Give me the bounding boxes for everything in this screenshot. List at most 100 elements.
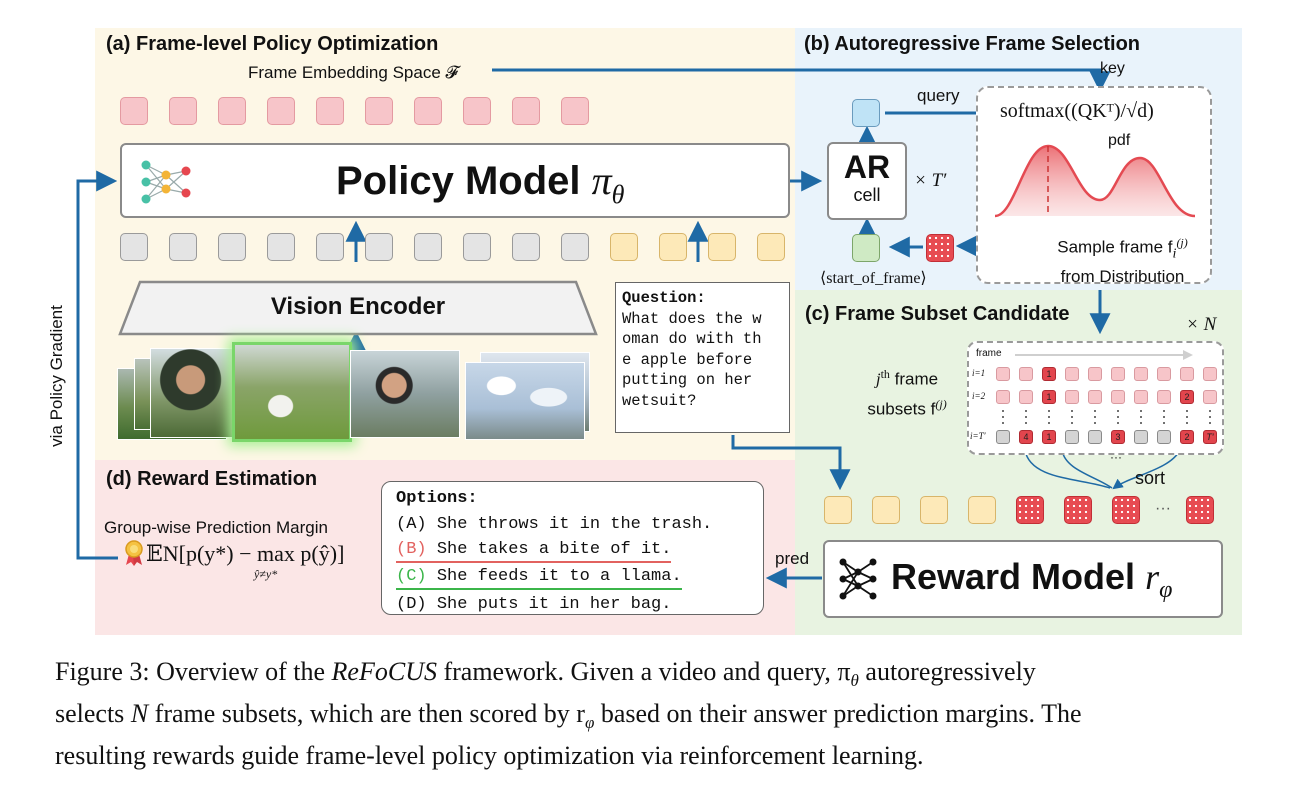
video-token xyxy=(512,233,540,261)
subset-cell xyxy=(996,390,1010,404)
question-box: Question: What does the w oman do with t… xyxy=(615,282,790,433)
policy-model-box: Policy Model πθ xyxy=(120,143,790,218)
video-token xyxy=(316,233,344,261)
subset-cell: 1 xyxy=(1042,390,1056,404)
frame-thumbnail xyxy=(350,350,460,438)
subset-cell xyxy=(996,367,1010,381)
sample-frame-label: Sample frame fi(j) from Distribution xyxy=(1040,230,1205,289)
frame-highlighted-llama xyxy=(232,342,352,442)
row-label: i=T′ xyxy=(970,431,986,441)
embedding-token xyxy=(267,97,295,125)
subset-cell xyxy=(1203,367,1217,381)
frame-axis-label: frame xyxy=(976,348,1002,359)
selected-frame-token xyxy=(1064,496,1092,524)
selected-frame-token xyxy=(1112,496,1140,524)
frame-axis-arrow xyxy=(1015,350,1193,360)
video-token xyxy=(218,233,246,261)
question-token xyxy=(872,496,900,524)
video-token xyxy=(365,233,393,261)
embedding-token xyxy=(120,97,148,125)
subset-cell xyxy=(1157,367,1171,381)
panel-d-title: (d) Reward Estimation xyxy=(106,468,318,490)
softmax-formula: softmax((QKᵀ)/√d) xyxy=(1000,100,1154,122)
row-label: i=1 xyxy=(972,368,986,378)
option-text: She puts it in her bag. xyxy=(436,595,672,614)
subset-j-sup: (j) xyxy=(935,396,947,411)
video-token xyxy=(463,233,491,261)
question-line: What does the w xyxy=(622,309,762,328)
start-frame-token xyxy=(852,234,880,262)
vision-encoder-shape xyxy=(118,280,598,336)
reward-network-icon xyxy=(839,558,877,600)
query-token xyxy=(852,99,880,127)
subset-cell: 2 xyxy=(1180,430,1194,444)
query-label: query xyxy=(917,86,960,105)
subset-cell xyxy=(1019,390,1033,404)
embedding-token xyxy=(561,97,589,125)
option-letter: (A) xyxy=(396,514,427,534)
option-c-correct: (C) She feeds it to a llama. xyxy=(396,566,682,590)
question-label: Question: xyxy=(622,289,706,307)
policy-model-text: Policy Model xyxy=(336,159,581,203)
video-token xyxy=(169,233,197,261)
caption-line-2: selects N frame subsets, which are then … xyxy=(55,699,1082,733)
frame-person-thumbnail xyxy=(150,348,240,438)
subset-cell: 1 xyxy=(1042,367,1056,381)
option-a: (A) She throws it in the trash. xyxy=(396,512,749,538)
question-line: e apple before xyxy=(622,350,753,369)
option-text: She feeds it to a llama. xyxy=(436,567,682,586)
question-token xyxy=(968,496,996,524)
sample-sub: i xyxy=(1172,245,1177,262)
sample-line1: Sample frame f xyxy=(1057,237,1173,257)
subset-cell xyxy=(996,430,1010,444)
sample-sup: (j) xyxy=(1176,235,1188,249)
subset-j: j xyxy=(875,369,881,389)
distribution-box xyxy=(976,86,1212,284)
embedding-token xyxy=(365,97,393,125)
embedding-token xyxy=(414,97,442,125)
policy-gradient-label: via Policy Gradient xyxy=(47,305,66,447)
subset-description: jth frame subsets f(j) xyxy=(852,362,962,421)
margin-formula: 𝔼N[p(y*) − max p(ŷ)] xyxy=(146,541,345,566)
subset-more-ellipsis: ··· xyxy=(1110,450,1122,464)
embedding-token xyxy=(218,97,246,125)
subset-cell: 3 xyxy=(1111,430,1125,444)
subset-cell xyxy=(1134,430,1148,444)
reward-symbol: r xyxy=(1145,557,1160,597)
embedding-token xyxy=(169,97,197,125)
embedding-token xyxy=(512,97,540,125)
reward-subscript: φ xyxy=(1159,577,1173,604)
start-of-frame-label: ⟨start_of_frame⟩ xyxy=(820,270,927,287)
options-box: Options: (A) She throws it in the trash.… xyxy=(381,481,764,615)
subset-frame-word: frame xyxy=(889,369,939,389)
sampled-frame-token xyxy=(926,234,954,262)
reward-model-text: Reward Model xyxy=(891,556,1136,597)
question-line: wetsuit? xyxy=(622,391,697,410)
subset-subsets-word: subsets f xyxy=(867,399,936,419)
figure-caption: Figure 3: Overview of the ReFoCUS framew… xyxy=(55,655,1245,772)
neural-net-icon xyxy=(141,160,191,204)
sort-label: sort xyxy=(1135,468,1166,488)
subset-cell: 4 xyxy=(1019,430,1033,444)
medal-icon xyxy=(125,540,143,566)
option-b-wrong: (B) She takes a bite of it. xyxy=(396,539,672,563)
ar-cell-small: cell xyxy=(853,185,881,205)
ar-cell-box: AR cell xyxy=(827,142,907,220)
option-d: (D) She puts it in her bag. xyxy=(396,592,749,618)
question-token xyxy=(757,233,785,261)
caption-line-1: Figure 3: Overview of the ReFoCUS framew… xyxy=(55,657,1036,691)
option-text: She takes a bite of it. xyxy=(436,540,672,559)
panel-c-title: (c) Frame Subset Candidate xyxy=(805,303,1070,325)
embedding-token xyxy=(463,97,491,125)
option-letter: (D) xyxy=(396,595,427,614)
selected-frame-token xyxy=(1016,496,1044,524)
options-label: Options: xyxy=(396,489,478,508)
option-letter: (B) xyxy=(396,540,427,559)
option-text: She throws it in the trash. xyxy=(436,514,713,534)
video-token xyxy=(561,233,589,261)
policy-symbol: π xyxy=(591,158,612,203)
question-line: oman do with th xyxy=(622,330,762,348)
margin-title: Group-wise Prediction Margin xyxy=(104,518,328,537)
video-token xyxy=(267,233,295,261)
pred-label: pred xyxy=(775,549,810,568)
